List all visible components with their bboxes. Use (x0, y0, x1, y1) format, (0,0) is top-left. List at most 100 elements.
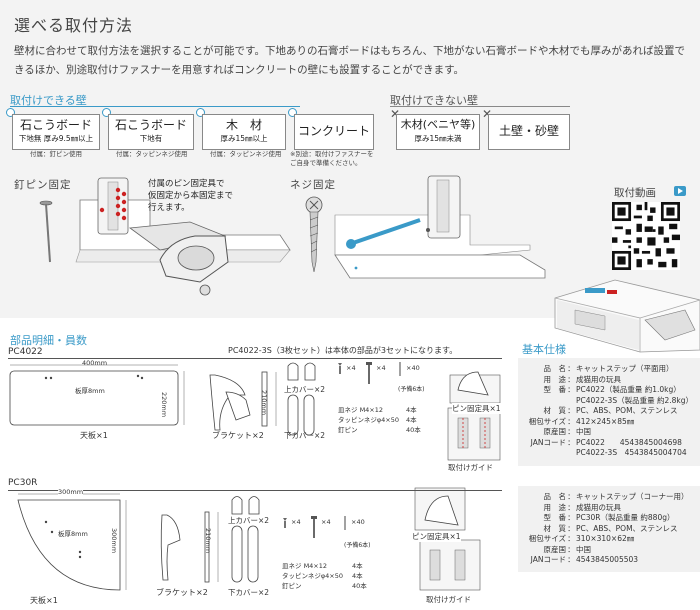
spec-key: 梱包サイズ (528, 534, 566, 543)
spec-key: 材 質 (543, 406, 567, 415)
wall-card-gypsum-stud: 石こうボード 下地有 (108, 114, 194, 150)
board-width-label: 400mm (82, 359, 108, 367)
spec-value: 412×245×85㎜ (576, 416, 635, 426)
spec-value: 中国 (576, 427, 591, 436)
spec-key (518, 396, 566, 407)
not-mountable-heading: 取付けできない壁 (390, 94, 478, 107)
board-caption: 天板×1 (30, 596, 58, 605)
spec-value: PC4022（製品重量 約1.0kg） (576, 385, 681, 394)
spec-row: JANコード：4543845005503 (518, 555, 700, 566)
bracket-caption: ブラケット×2 (156, 588, 208, 597)
spec-key: JANコード (530, 555, 566, 564)
ok-marker-icon (288, 108, 297, 117)
bracket-height-label: 210mm (204, 528, 212, 554)
parts-list-item: タッピンネジφ4×50 (338, 416, 400, 424)
pin-count: ×40 (406, 364, 420, 372)
not-mountable-divider (390, 106, 570, 107)
wall-card-sub: 厚み15㎜未満 (414, 134, 462, 143)
spec-key: 材 質 (543, 523, 567, 533)
cover-bottom-caption: 下カバー×2 (228, 588, 270, 597)
spec-row: 用 途：成猫用の玩具 (518, 503, 700, 514)
spec-row: JANコード：PC4022 4543845004698 (518, 438, 700, 449)
pin-tool-caption: ピン固定具×1 (452, 403, 501, 414)
spec-row: 型 番：PC4022（製品重量 約1.0kg） (518, 385, 700, 396)
screw-count: ×4 (346, 364, 356, 372)
pin-tool-caption: ピン固定具×1 (412, 531, 461, 542)
wall-card-note: 付属：タッピンネジ使用 (210, 150, 282, 158)
mountable-heading: 取付けできる壁 (10, 94, 87, 107)
wall-card-wood: 木 材 厚み15㎜以上 (202, 114, 286, 150)
bracket-height-label: 210mm (260, 390, 268, 416)
spec-value: 中国 (576, 544, 591, 554)
tapping-screw-icon (311, 516, 317, 538)
parts-divider (8, 358, 502, 359)
product-box-image (554, 279, 700, 353)
wall-illustration-screw (334, 175, 546, 279)
spec-key: 原産国 (543, 544, 567, 554)
cover-top-caption: 上カバー×2 (228, 516, 270, 525)
spec-row: PC4022-3S 4543845004704 (518, 448, 700, 459)
board-width-label: 300mm (58, 488, 84, 496)
board-depth-label: 300mm (110, 528, 118, 554)
spec-value: 4543845005503 (576, 555, 639, 564)
wall-card-sub: 下地無 厚み9.5㎜以上 (18, 134, 94, 143)
guide-caption: 取付けガイド (426, 595, 471, 604)
wall-card-title: コンクリート (297, 124, 370, 138)
parts-list-count: 40本 (406, 426, 421, 434)
spec-key: JANコード (530, 437, 566, 447)
cover-bottom-caption: 下カバー×2 (284, 431, 326, 440)
screw-count: ×4 (291, 518, 301, 526)
model-pc30r: PC30R (8, 478, 38, 488)
parts-list-item: 釘ピン (282, 582, 302, 590)
spec-key: 品 名 (543, 364, 567, 373)
wall-card-sub: 厚み15㎜以上 (220, 134, 268, 143)
description-text: 壁材に合わせて取付方法を選択することが可能です。下地ありの石膏ボードはもちろん、… (14, 45, 685, 76)
board-depth-label: 220mm (160, 392, 168, 418)
spec-heading: 基本仕様 (522, 343, 566, 356)
parts-list-count: 4本 (406, 406, 417, 414)
wall-card-note: 付属：釘ピン使用 (30, 150, 82, 158)
wall-card-title: 木材(ベニヤ等) (400, 118, 476, 131)
wall-card-concrete: コンクリート (294, 114, 374, 150)
spec-key: 品 名 (543, 492, 567, 501)
wall-illustration-pin (75, 177, 291, 296)
wall-card-title: 木 材 (225, 118, 262, 132)
spec-row: 品 名：キャットステップ（コーナー用） (518, 492, 700, 503)
spec-key: 型 番 (543, 513, 567, 522)
spec-key: 梱包サイズ (528, 416, 566, 426)
qr-code[interactable] (612, 202, 680, 270)
parts-list-item: 皿ネジ M4×12 (282, 562, 328, 570)
spec-key: 原産国 (543, 427, 567, 436)
wall-card-title: 石こうボード (114, 118, 187, 132)
spare-note: (予備6本) (398, 386, 425, 393)
pin-method-label: 釘ピン固定 (14, 179, 72, 191)
spec-row: 梱包サイズ：412×245×85㎜ (518, 417, 700, 428)
page-title: 選べる取付方法 (14, 16, 134, 35)
parts-list-count: 4本 (352, 562, 363, 570)
guide-caption: 取付けガイド (448, 463, 493, 472)
play-icon[interactable] (674, 186, 686, 196)
pin-method-note: 付属のピン固定具で 仮固定から本固定まで 行えます。 (148, 179, 234, 213)
pin-count: ×40 (351, 518, 365, 526)
wall-card-note: ※別途：取付けファスナーを ご自身で準備ください。 (290, 150, 374, 167)
spec-row: 用 途：成猫用の玩具 (518, 375, 700, 386)
spec-flat-box: 品 名：キャットステップ（平面用） 用 途：成猫用の玩具 型 番：PC4022（… (518, 358, 700, 466)
ng-x-icon: ✕ (390, 108, 400, 120)
spec-row: 材 質：PC、ABS、POM、ステンレス (518, 524, 700, 535)
nail-icon (39, 200, 53, 263)
flat-screw-icon (338, 363, 342, 374)
spec-key: 用 途 (543, 502, 567, 512)
screw-method-label: ネジ固定 (290, 179, 336, 191)
spec-row: 原産国：中国 (518, 545, 700, 556)
board-caption: 天板×1 (80, 431, 108, 440)
board-thickness-label: 板厚8mm (58, 530, 88, 538)
mountable-divider (10, 106, 300, 107)
wall-card-earth: 土壁・砂壁 (488, 114, 570, 150)
spec-key: 用 途 (543, 374, 567, 384)
tapping-count: ×4 (376, 364, 386, 372)
bracket-caption: ブラケット×2 (212, 431, 264, 440)
spec-value: PC4022 4543845004698 (576, 437, 682, 447)
spec-value: 成猫用の玩具 (576, 374, 621, 384)
parts-list-item: 皿ネジ M4×12 (338, 406, 384, 414)
